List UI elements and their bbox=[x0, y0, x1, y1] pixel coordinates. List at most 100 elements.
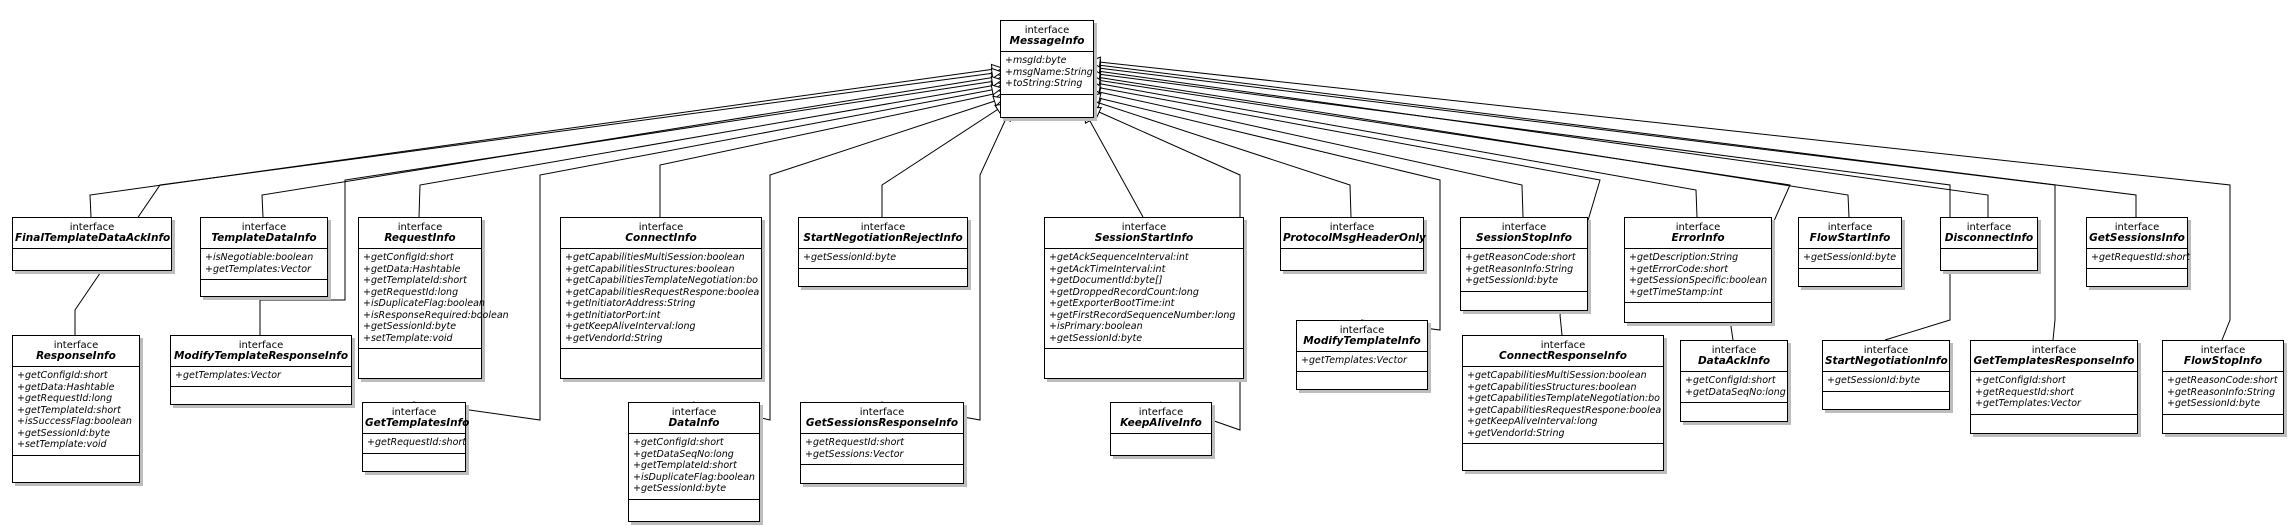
stereotype-label: interface bbox=[1711, 345, 1757, 356]
stereotype-label: interface bbox=[69, 222, 115, 233]
stereotype-label: interface bbox=[238, 340, 284, 351]
member-item: +getSessionId:byte bbox=[1827, 375, 1921, 386]
member-item: +getReasonCode:short bbox=[2167, 375, 2278, 386]
stereotype-label: interface bbox=[1540, 340, 1586, 351]
member-item: +getReasonInfo:String bbox=[2167, 386, 2276, 398]
member-list: +getConfigId:short+getDataSeqNo:long bbox=[1681, 372, 1787, 402]
operations-compartment bbox=[2163, 413, 2283, 420]
stereotype-label: interface bbox=[859, 407, 905, 418]
member-item: +getConfigId:short bbox=[1975, 375, 2066, 386]
member-item: +isSuccessFlag:boolean bbox=[17, 416, 132, 427]
member-item: +getRequestId:short bbox=[367, 437, 467, 448]
member-item: +getErrorCode:short bbox=[1629, 263, 1729, 275]
member-item: +getExporterBootTime:int bbox=[1049, 298, 1175, 309]
member-item: +toString:String bbox=[1005, 78, 1083, 89]
generalization-edge bbox=[1084, 111, 1144, 218]
member-item: +msgId:byte bbox=[1005, 55, 1067, 66]
member-list: +msgId:byte+msgName:String+toString:Stri… bbox=[1001, 52, 1093, 94]
stereotype-label: interface bbox=[391, 407, 437, 418]
member-item: +getCapabilitiesRequestRespone:boolea bbox=[565, 286, 760, 298]
operations-compartment bbox=[799, 267, 967, 274]
member-item: +getTimeStamp:int bbox=[1629, 286, 1723, 298]
member-list: +getRequestId:short bbox=[363, 434, 467, 453]
stereotype-label: interface bbox=[241, 222, 287, 233]
inheritance-arrowhead bbox=[1088, 56, 1102, 68]
member-list: +getConfigId:short+getData:Hashtable+get… bbox=[359, 249, 509, 348]
stereotype-label: interface bbox=[397, 222, 443, 233]
class-name: StartNegotiationInfo bbox=[1825, 355, 1948, 367]
generalization-edge bbox=[259, 79, 1003, 335]
generalization-edge bbox=[1089, 60, 2231, 341]
stereotype-label: interface bbox=[1863, 345, 1909, 356]
class-name: KeepAliveInfo bbox=[1120, 417, 1202, 429]
stereotype-label: interface bbox=[1121, 222, 1167, 233]
stereotype-label: interface bbox=[2031, 345, 2077, 356]
member-item: +msgName:String bbox=[1005, 66, 1093, 78]
member-list: +getDescription:String+getErrorCode:shor… bbox=[1625, 249, 1771, 302]
operations-compartment bbox=[1463, 443, 1663, 449]
member-item: +getInitiatorPort:int bbox=[565, 309, 661, 321]
member-item: +getTemplates:Vector bbox=[1301, 355, 1407, 366]
member-item: +getConfigId:short bbox=[363, 252, 454, 263]
member-item: +getDataSeqNo:long bbox=[633, 448, 734, 460]
generalization-edge bbox=[412, 87, 1003, 421]
member-list: +getCapabilitiesMultiSession:boolean+get… bbox=[561, 249, 761, 348]
member-item: +getCapabilitiesRequestRespone:boolea bbox=[1467, 404, 1662, 416]
generalization-edge bbox=[1089, 89, 1524, 218]
operations-compartment bbox=[363, 452, 465, 459]
member-item: +getTemplates:Vector bbox=[1975, 398, 2081, 409]
member-item: +getSessionId:byte bbox=[1803, 252, 1897, 263]
operations-compartment bbox=[359, 348, 481, 354]
member-item: +getAckTimeInterval:int bbox=[1049, 263, 1166, 275]
generalization-edge bbox=[881, 103, 1007, 217]
generalization-edge bbox=[418, 83, 1003, 218]
member-list: +getSessionId:byte bbox=[1823, 372, 1949, 391]
member-item: +isNegotiable:boolean bbox=[205, 252, 314, 263]
member-item: +getVendorId:String bbox=[565, 332, 663, 344]
member-item: +getRequestId:long bbox=[363, 286, 459, 298]
generalization-edge bbox=[1089, 69, 1989, 217]
class-name: ConnectInfo bbox=[625, 232, 697, 244]
operations-compartment bbox=[1799, 267, 1901, 274]
member-item: +getTemplateId:short bbox=[633, 460, 737, 471]
class-name: TemplateDataInfo bbox=[211, 232, 317, 244]
stereotype-label: interface bbox=[1329, 222, 1375, 233]
member-item: +getData:Hashtable bbox=[17, 381, 115, 393]
member-list: +getSessionId:byte bbox=[799, 249, 967, 268]
member-item: +getCapabilitiesTemplateNegotiation:bo bbox=[1467, 393, 1660, 404]
class-name: GetTemplatesInfo bbox=[365, 417, 470, 429]
generalization-edge bbox=[1089, 66, 2056, 341]
member-item: +getKeepAliveInterval:long bbox=[1467, 416, 1598, 427]
class-name: GetTemplatesResponseInfo bbox=[1973, 355, 2135, 367]
member-item: +isDuplicateFlag:boolean bbox=[633, 471, 755, 483]
generalization-edge bbox=[1089, 99, 1352, 218]
operations-compartment bbox=[1823, 390, 1949, 397]
member-item: +isResponseRequired:boolean bbox=[363, 309, 509, 321]
inheritance-arrowhead bbox=[990, 84, 1004, 96]
class-name: StartNegotiationRejectInfo bbox=[803, 232, 963, 244]
member-item: +getRequestId:short bbox=[805, 437, 905, 448]
operations-compartment bbox=[1045, 348, 1243, 354]
operations-compartment bbox=[13, 454, 139, 461]
stereotype-label: interface bbox=[1827, 222, 1873, 233]
member-item: +getAckSequenceInterval:int bbox=[1049, 252, 1189, 263]
